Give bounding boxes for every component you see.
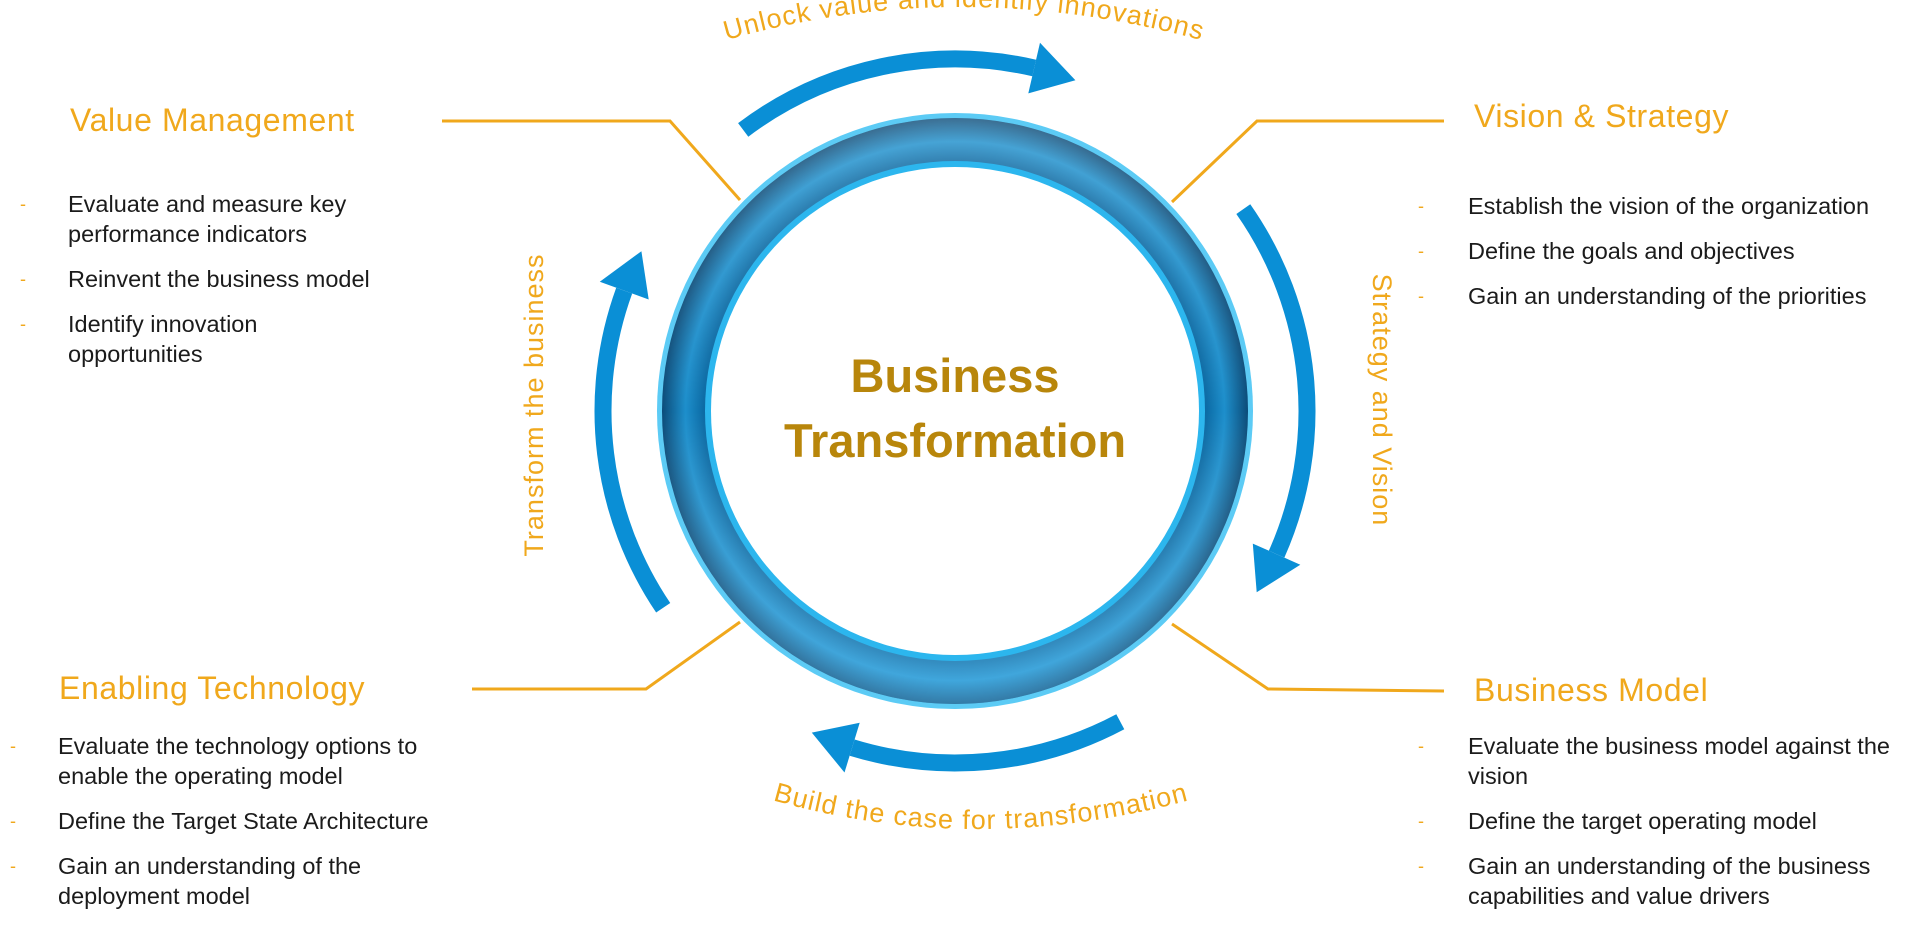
- list-item-text: Reinvent the business model: [68, 266, 370, 292]
- bullet-list-value-management: - Evaluate and measure key performance in…: [20, 189, 388, 384]
- bullet-dash: -: [1418, 811, 1424, 831]
- cycle-arrow-right-head: [1252, 543, 1301, 593]
- cycle-arrow-bottom-head: [811, 722, 860, 773]
- list-item: - Gain an understanding of the deployment…: [10, 851, 478, 911]
- cycle-arrow-left: [594, 287, 671, 613]
- section-title-enabling-technology: Enabling Technology: [59, 670, 366, 706]
- bullet-dash: -: [1418, 736, 1424, 756]
- list-item: - Define the goals and objectives: [1418, 236, 1908, 266]
- bullet-dash: -: [1418, 856, 1424, 876]
- bullet-list-vision-strategy: - Establish the vision of the organizatio…: [1418, 191, 1908, 326]
- bullet-dash: -: [10, 811, 16, 831]
- cycle-label-top: Unlock value and identify innovations: [720, 0, 1208, 46]
- cycle-label-left: Transform the business: [519, 253, 549, 556]
- bullet-dash: -: [1418, 196, 1424, 216]
- bullet-dash: -: [20, 314, 26, 334]
- bullet-dash: -: [20, 269, 26, 289]
- connector-line-vision-strategy: [1170, 119, 1444, 204]
- section-title-business-model: Business Model: [1474, 672, 1709, 708]
- connector-line-enabling-technology: [472, 620, 741, 691]
- connector-line-business-model: [1171, 622, 1445, 693]
- list-item: - Evaluate the business model against the…: [1418, 731, 1918, 791]
- cycle-arrow-bottom: [849, 714, 1125, 772]
- list-item-text: Evaluate and measure key performance ind…: [68, 191, 347, 247]
- cycle-arrow-left-head: [599, 251, 649, 300]
- list-item: - Gain an understanding of the priorities: [1418, 281, 1908, 311]
- section-title-value-management: Value Management: [70, 102, 355, 138]
- list-item: - Evaluate the technology options to enab…: [10, 731, 478, 791]
- central-disc: [711, 167, 1199, 655]
- connector-line-value-management: [442, 119, 742, 201]
- list-item: - Define the target operating model: [1418, 806, 1918, 836]
- list-item-text: Gain an understanding of the priorities: [1468, 283, 1867, 309]
- cycle-label-right: Strategy and Vision: [1367, 274, 1397, 527]
- cycle-arrow-top: [738, 50, 1037, 137]
- cycle-arrow-top-head: [1028, 42, 1076, 94]
- list-item: - Evaluate and measure key performance in…: [20, 189, 388, 249]
- cycle-arrow-right: [1236, 204, 1316, 558]
- bullet-list-enabling-technology: - Evaluate the technology options to enab…: [10, 731, 478, 926]
- list-item-text: Identify innovation opportunities: [68, 311, 258, 367]
- list-item-text: Evaluate the business model against the …: [1468, 733, 1890, 789]
- bullet-dash: -: [1418, 241, 1424, 261]
- list-item-text: Gain an understanding of the business ca…: [1468, 853, 1871, 909]
- list-item: - Define the Target State Architecture: [10, 806, 478, 836]
- center-title-line1: Business: [851, 349, 1060, 402]
- list-item: - Gain an understanding of the business c…: [1418, 851, 1918, 911]
- bullet-list-business-model: - Evaluate the business model against the…: [1418, 731, 1918, 926]
- bullet-dash: -: [20, 194, 26, 214]
- list-item-text: Establish the vision of the organization: [1468, 193, 1870, 219]
- list-item-text: Gain an understanding of the deployment …: [58, 853, 362, 909]
- list-item-text: Define the Target State Architecture: [58, 808, 429, 834]
- list-item-text: Define the goals and objectives: [1468, 238, 1795, 264]
- center-title-line2: Transformation: [784, 414, 1126, 467]
- list-item: - Reinvent the business model: [20, 264, 388, 294]
- list-item-text: Define the target operating model: [1468, 808, 1817, 834]
- list-item: - Identify innovation opportunities: [20, 309, 388, 369]
- bullet-dash: -: [10, 856, 16, 876]
- section-title-vision-strategy: Vision & Strategy: [1474, 98, 1730, 134]
- bullet-dash: -: [1418, 286, 1424, 306]
- list-item: - Establish the vision of the organizatio…: [1418, 191, 1908, 221]
- list-item-text: Evaluate the technology options to enabl…: [58, 733, 418, 789]
- bullet-dash: -: [10, 736, 16, 756]
- cycle-label-bottom: Build the case for transformation: [771, 777, 1191, 835]
